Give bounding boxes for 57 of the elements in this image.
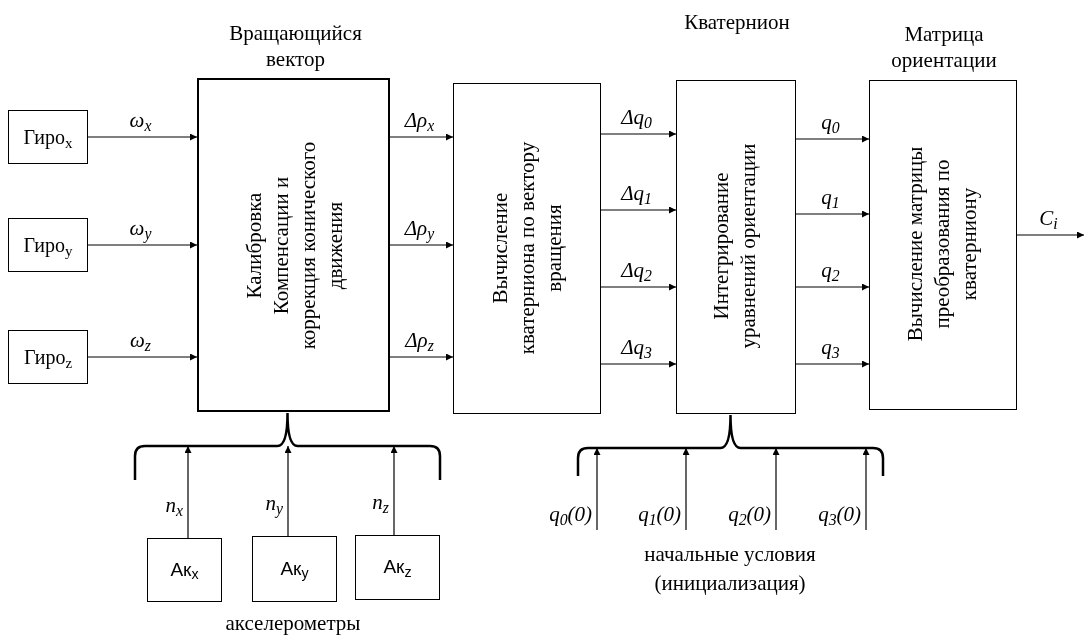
- edge-label: Δq$_{0}$: [621, 105, 652, 129]
- block-heading: Матрица ориентации: [890, 21, 998, 73]
- arrow: [389, 353, 454, 361]
- arrow: [795, 360, 870, 368]
- edge-label: q$_{0}$(0): [549, 502, 592, 526]
- arrow: [795, 135, 870, 143]
- edge-label: q$_{2}$(0): [728, 502, 771, 526]
- arrow: [600, 206, 677, 214]
- arrow: [184, 445, 192, 539]
- arrow: [795, 210, 870, 218]
- group-caption: акселерометры: [224, 611, 362, 635]
- edge-label: Δρ$_{z}$: [405, 328, 434, 352]
- process-box: [453, 83, 601, 414]
- edge-label: q$_{0}$: [821, 110, 840, 134]
- sensor-box: Гиро$_{x}$: [8, 110, 88, 164]
- edge-label: C$_{i}$: [1039, 206, 1058, 230]
- sensor-box: Ак$_{y}$: [252, 536, 337, 602]
- sensor-box: Гиро$_{z}$: [8, 330, 88, 384]
- edge-label: q$_{3}$(0): [818, 502, 861, 526]
- arrow: [862, 447, 870, 531]
- edge-label: n$_{z}$: [372, 490, 389, 514]
- edge-label: ω$_{z}$: [130, 328, 151, 352]
- arrow: [87, 133, 198, 141]
- edge-label: q$_{1}$: [821, 185, 840, 209]
- arrow: [593, 447, 601, 531]
- edge-label: Δq$_{2}$: [621, 258, 652, 282]
- group-caption: начальные условия (инициализация): [643, 541, 817, 597]
- arrow: [772, 447, 780, 531]
- arrow: [682, 447, 690, 531]
- edge-label: q$_{2}$: [821, 258, 840, 282]
- sensor-box: Гиро$_{y}$: [8, 218, 88, 272]
- arrow: [389, 133, 454, 141]
- edge-label: Δq$_{1}$: [621, 181, 652, 205]
- arrow: [795, 283, 870, 291]
- sensor-box: Ак$_{z}$: [355, 535, 440, 600]
- block-heading: Кватернион: [683, 9, 791, 35]
- edge-label: n$_{x}$: [165, 493, 183, 517]
- arrow: [87, 353, 198, 361]
- edge-label: Δρ$_{x}$: [404, 108, 435, 132]
- arrow: [284, 445, 292, 537]
- edge-label: q$_{1}$(0): [638, 502, 681, 526]
- arrow: [600, 283, 677, 291]
- arrow: [390, 445, 398, 536]
- edge-label: ω$_{x}$: [129, 108, 152, 132]
- box-label: Вычисление кватерниона по вектору вращения: [485, 140, 567, 355]
- arrow: [600, 130, 677, 138]
- edge-label: q$_{3}$: [821, 335, 840, 359]
- edge-label: Δq$_{3}$: [621, 335, 652, 359]
- arrow: [600, 360, 677, 368]
- box-label: Калибровка Компенсации и коррекция конического движения: [239, 140, 347, 351]
- box-label: Вычисление матрицы преобразования по кватерниону: [901, 145, 982, 344]
- arrow: [389, 241, 454, 249]
- sensor-box: Ак$_{x}$: [147, 538, 222, 602]
- arrow: [87, 241, 198, 249]
- box-label: Интегрирование уравнений ориентации: [708, 142, 761, 351]
- arrow: [1016, 231, 1085, 239]
- block-heading: Вращающийся вектор: [228, 20, 363, 72]
